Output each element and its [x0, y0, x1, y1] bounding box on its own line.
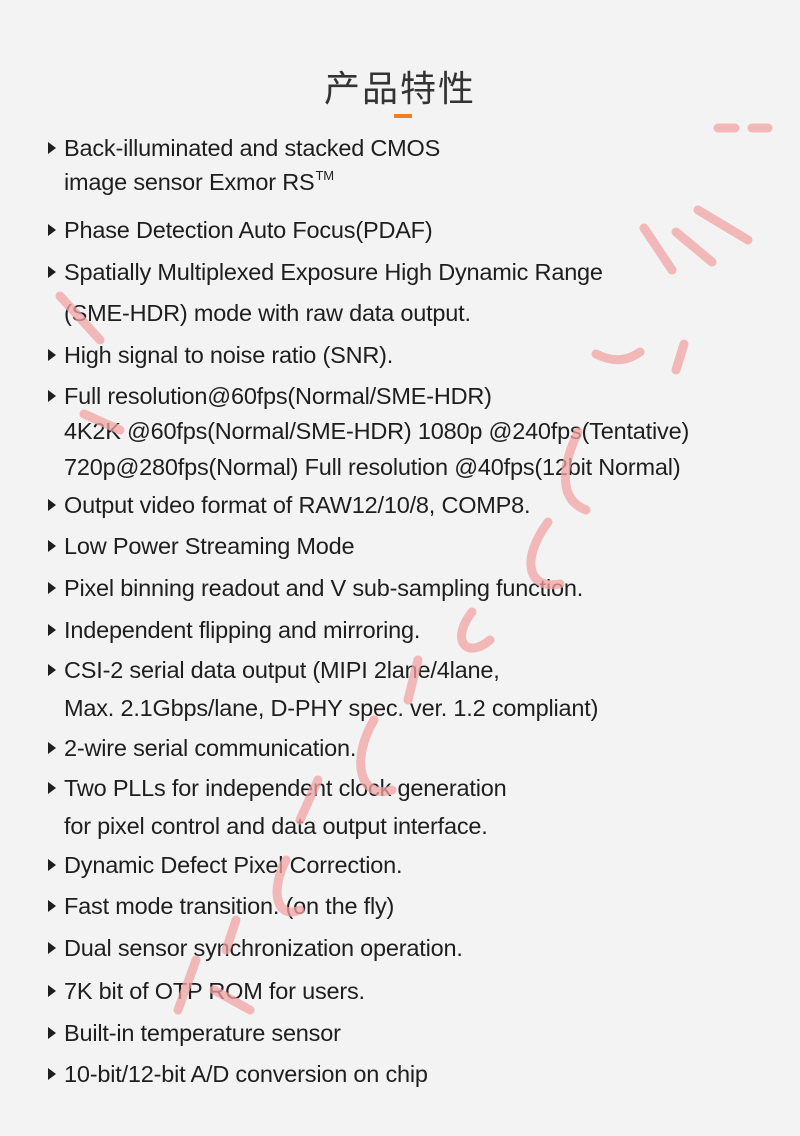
feature-line: Max. 2.1Gbps/lane, D-PHY spec. ver. 1.2 … [64, 695, 599, 721]
feature-line: 720p@280fps(Normal) Full resolution @40f… [64, 454, 681, 480]
trademark-superscript: TM [315, 168, 334, 183]
title-accent-bar [394, 114, 412, 118]
feature-line: 10-bit/12-bit A/D conversion on chip [64, 1061, 428, 1087]
page-title: 产品特性 [323, 69, 476, 110]
feature-line: Spatially Multiplexed Exposure High Dyna… [64, 259, 603, 285]
feature-line: Phase Detection Auto Focus(PDAF) [64, 217, 433, 243]
bullet-triangle-icon [48, 224, 56, 236]
bullet-triangle-icon [48, 349, 56, 361]
feature-line: Output video format of RAW12/10/8, COMP8… [64, 492, 531, 518]
feature-line: Back-illuminated and stacked CMOS [64, 135, 441, 161]
bullet-triangle-icon [48, 742, 56, 754]
feature-line: Pixel binning readout and V sub-sampling… [64, 575, 584, 601]
feature-line: Dual sensor synchronization operation. [64, 935, 463, 961]
bullet-triangle-icon [48, 266, 56, 278]
feature-line: Fast mode transition. (on the fly) [64, 893, 395, 919]
bullet-triangle-icon [48, 942, 56, 954]
feature-line: High signal to noise ratio (SNR). [64, 342, 394, 368]
feature-line: Low Power Streaming Mode [64, 533, 355, 559]
bullet-triangle-icon [48, 1068, 56, 1080]
feature-line: Full resolution@60fps(Normal/SME-HDR) [64, 383, 492, 409]
feature-line: 4K2K @60fps(Normal/SME-HDR) 1080p @240fp… [64, 418, 690, 444]
bullet-triangle-icon [48, 664, 56, 676]
bullet-triangle-icon [48, 985, 56, 997]
feature-line: 7K bit of OTP ROM for users. [64, 978, 365, 1004]
feature-line: Independent flipping and mirroring. [64, 617, 421, 643]
bullet-triangle-icon [48, 624, 56, 636]
feature-line: CSI-2 serial data output (MIPI 2lane/4la… [64, 657, 500, 683]
feature-line: (SME-HDR) mode with raw data output. [64, 300, 471, 326]
bullet-triangle-icon [48, 390, 56, 402]
feature-line: 2-wire serial communication. [64, 735, 357, 761]
feature-line: Dynamic Defect Pixel Correction. [64, 852, 403, 878]
bullet-triangle-icon [48, 900, 56, 912]
bullet-triangle-icon [48, 1027, 56, 1039]
feature-line: Two PLLs for independent clock generatio… [64, 775, 507, 801]
bullet-triangle-icon [48, 859, 56, 871]
bullet-triangle-icon [48, 499, 56, 511]
feature-line: for pixel control and data output interf… [64, 813, 488, 839]
feature-line: image sensor Exmor RSTM [64, 168, 334, 195]
bullet-triangle-icon [48, 582, 56, 594]
bullet-triangle-icon [48, 142, 56, 154]
bullet-triangle-icon [48, 540, 56, 552]
bullet-triangle-icon [48, 782, 56, 794]
feature-line: Built-in temperature sensor [64, 1020, 341, 1046]
